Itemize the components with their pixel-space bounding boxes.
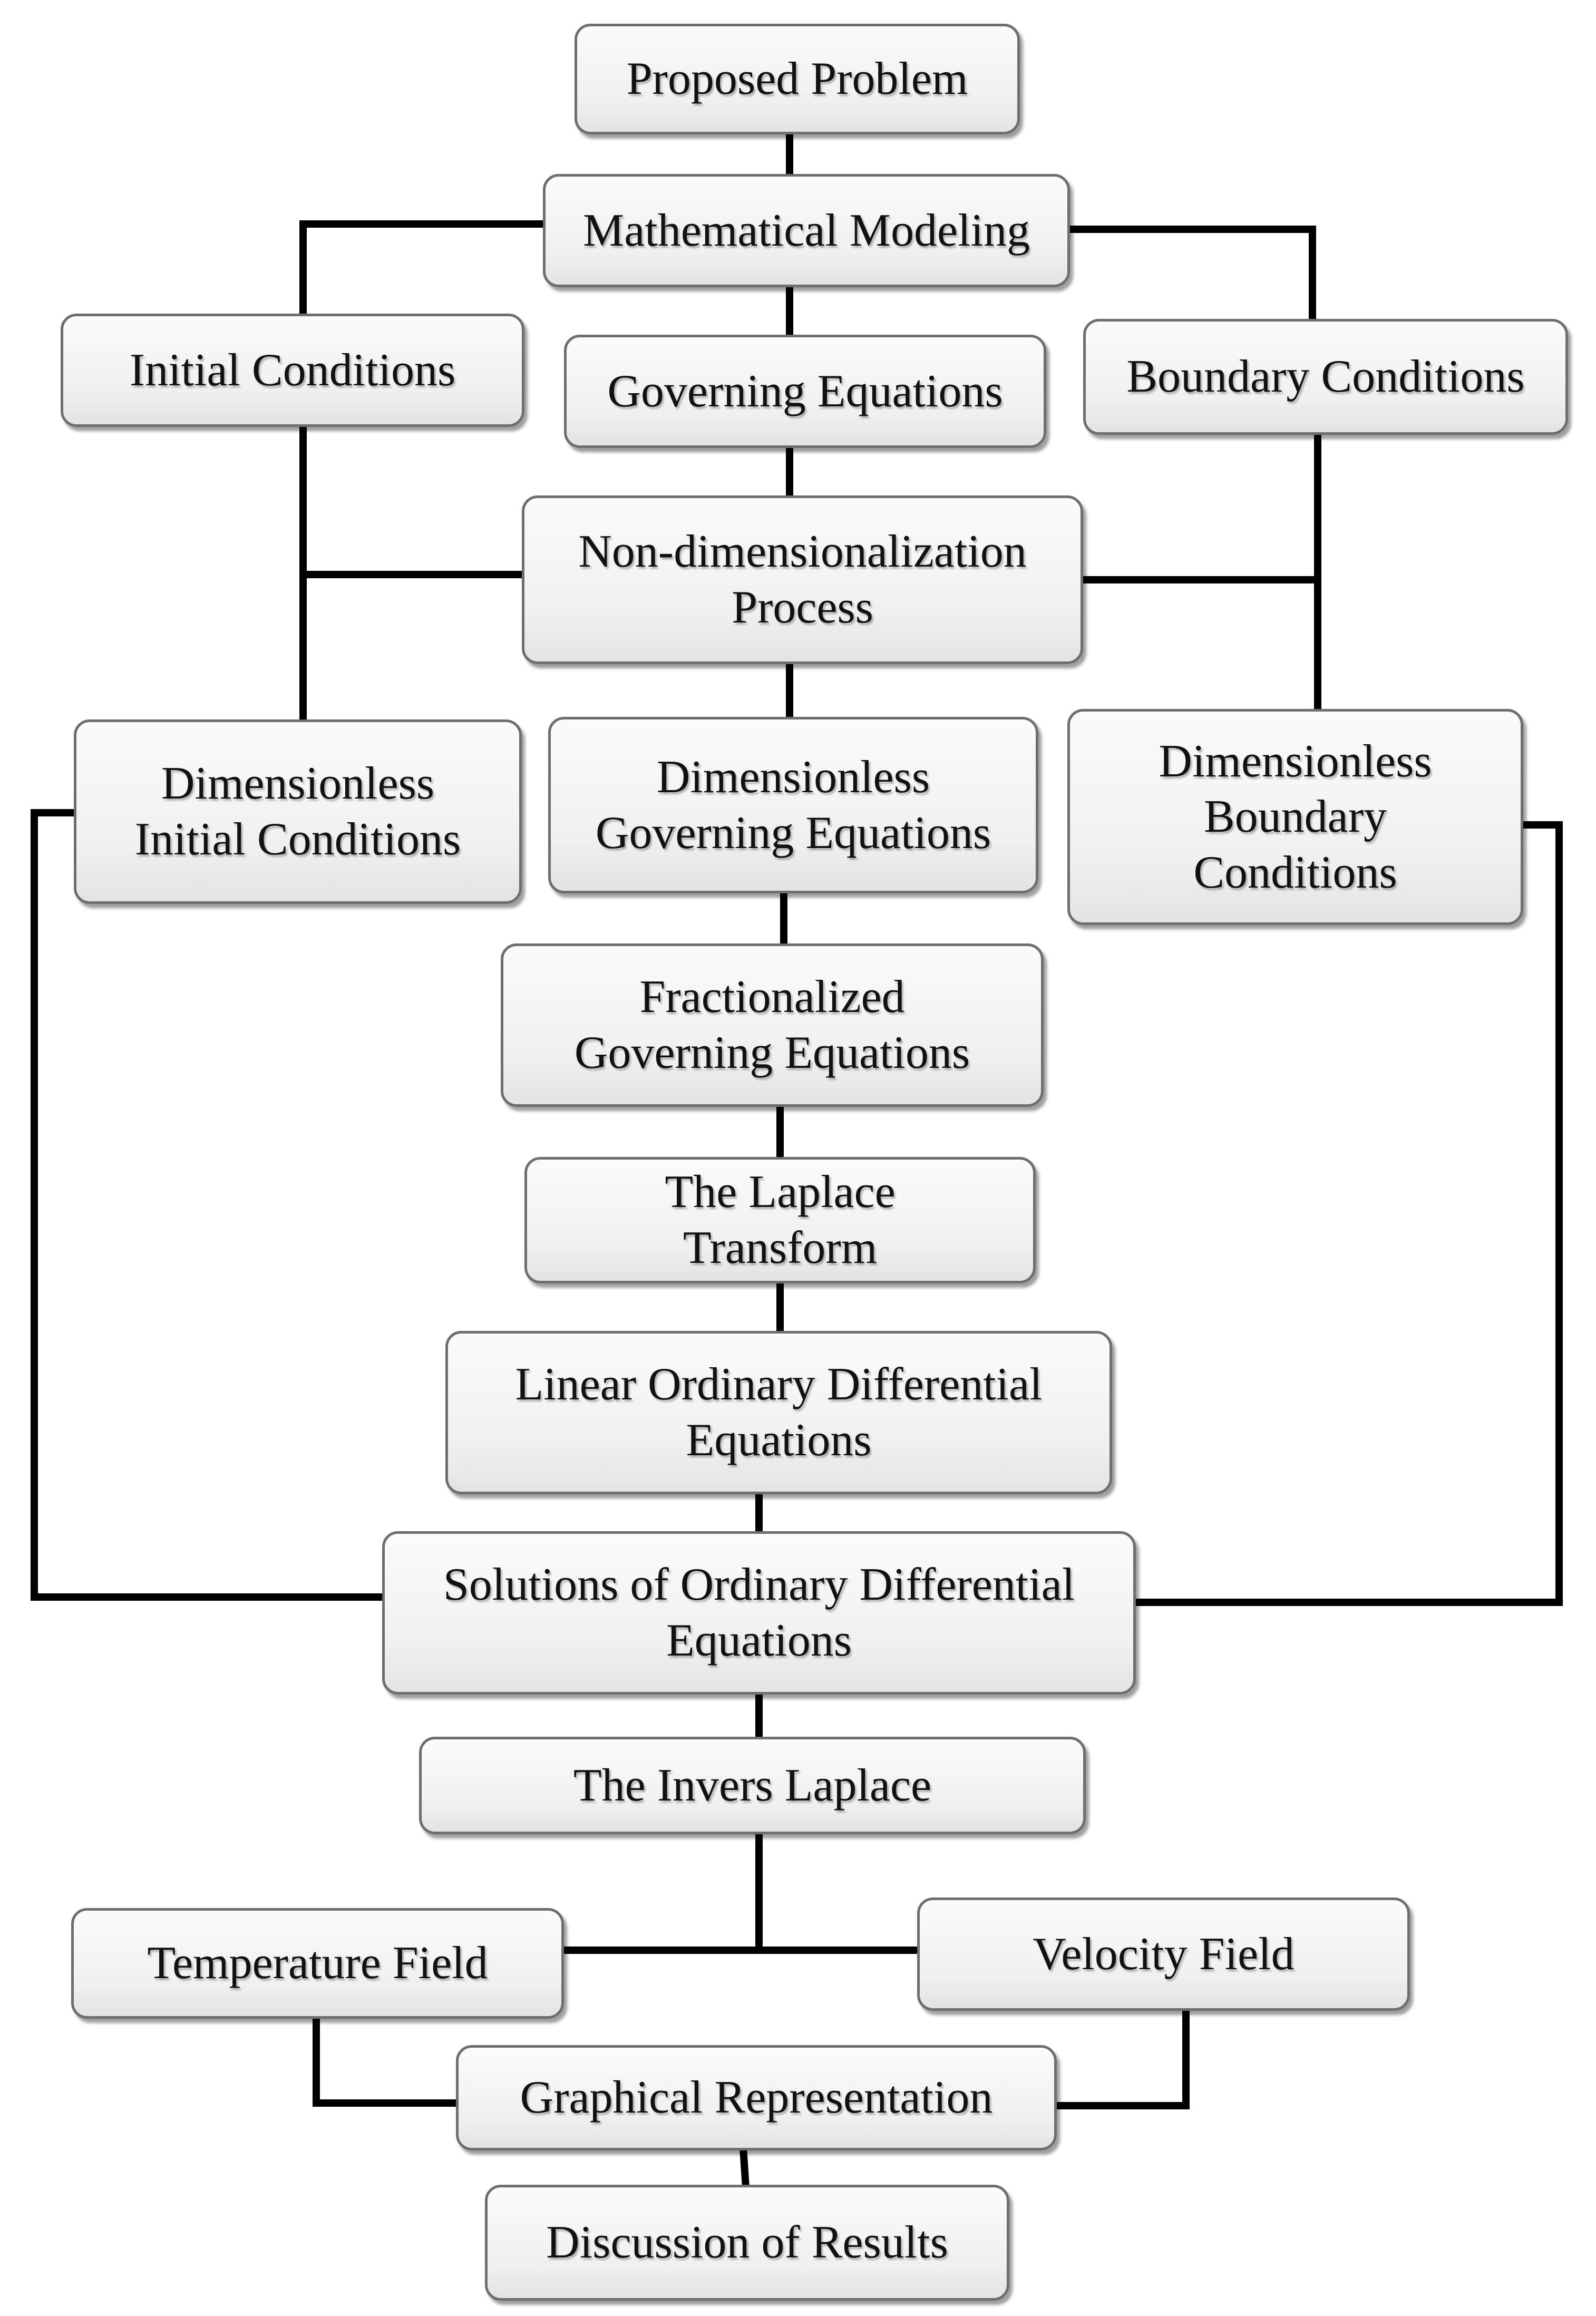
boundary-conditions-box: Boundary Conditions [1083,319,1568,435]
fractionalized-governing-label-line1: Fractionalized [639,971,905,1023]
graphical-representation-box: Graphical Representation [456,2045,1057,2150]
connector-diminitial-solutions [31,809,390,1601]
ode-solutions-label-line2: Equations [666,1615,852,1666]
temperature-field-box: Temperature Field [71,1908,564,2019]
dimensionless-governing-label-line1: Dimensionless [656,751,930,803]
inverse-laplace-label: The Invers Laplace [573,1759,932,1811]
boundary-conditions-label: Boundary Conditions [1126,351,1525,403]
dimensionless-boundary-label-line3: Conditions [1193,846,1397,898]
discussion-of-results-box: Discussion of Results [485,2185,1009,2301]
velocity-field-box: Velocity Field [917,1897,1410,2011]
laplace-transform-label-line2: Transform [683,1222,878,1273]
fractionalized-governing-box: Fractionalized Governing Equations [501,943,1044,1107]
dimensionless-boundary-box: Dimensionless Boundary Conditions [1067,709,1523,925]
laplace-transform-box: The Laplace Transform [524,1157,1036,1283]
mathematical-modeling-label: Mathematical Modeling [583,205,1030,256]
discussion-of-results-label: Discussion of Results [546,2217,948,2269]
dimensionless-boundary-label-line2: Boundary [1203,791,1387,843]
fractionalized-governing-label-line2: Governing Equations [574,1027,970,1078]
laplace-transform-label-line1: The Laplace [665,1166,896,1218]
ode-solutions-box: Solutions of Ordinary Differential Equat… [382,1531,1136,1695]
non-dimensionalization-label-line1: Non-dimensionalization [578,526,1027,578]
non-dimensionalization-box: Non-dimensionalization Process [522,495,1083,664]
dimensionless-initial-label-line1: Dimensionless [161,758,435,810]
proposed-problem-label: Proposed Problem [626,53,968,105]
inverse-laplace-box: The Invers Laplace [419,1737,1086,1834]
dimensionless-initial-box: Dimensionless Initial Conditions [74,719,522,904]
non-dimensionalization-label-line2: Process [732,582,873,633]
linear-ode-label-line1: Linear Ordinary Differential [515,1359,1043,1410]
initial-conditions-label: Initial Conditions [129,344,456,396]
temperature-field-label: Temperature Field [147,1938,488,1989]
mathematical-modeling-box: Mathematical Modeling [543,174,1070,287]
connector-modeling-boundary [1070,226,1316,322]
connector-graphical-discussion [739,2147,750,2188]
dimensionless-governing-label-line2: Governing Equations [595,807,991,859]
connector-modeling-initial [299,220,546,316]
dimensionless-boundary-label-line1: Dimensionless [1159,735,1432,787]
governing-equations-box: Governing Equations [564,335,1046,448]
linear-ode-box: Linear Ordinary Differential Equations [445,1331,1112,1494]
dimensionless-governing-box: Dimensionless Governing Equations [548,717,1038,893]
connector-temperature-graphical [313,2016,459,2107]
graphical-representation-label: Graphical Representation [520,2072,993,2124]
governing-equations-label: Governing Equations [607,365,1003,417]
proposed-problem-box: Proposed Problem [575,24,1020,134]
dimensionless-initial-label-line2: Initial Conditions [134,814,461,865]
ode-solutions-label-line1: Solutions of Ordinary Differential [443,1559,1075,1611]
velocity-field-label: Velocity Field [1033,1928,1295,1980]
connector-velocity-graphical [1054,2011,1190,2109]
connector-dimboundary-solutions [1131,821,1563,1606]
linear-ode-label-line2: Equations [686,1415,872,1466]
initial-conditions-box: Initial Conditions [61,314,524,427]
